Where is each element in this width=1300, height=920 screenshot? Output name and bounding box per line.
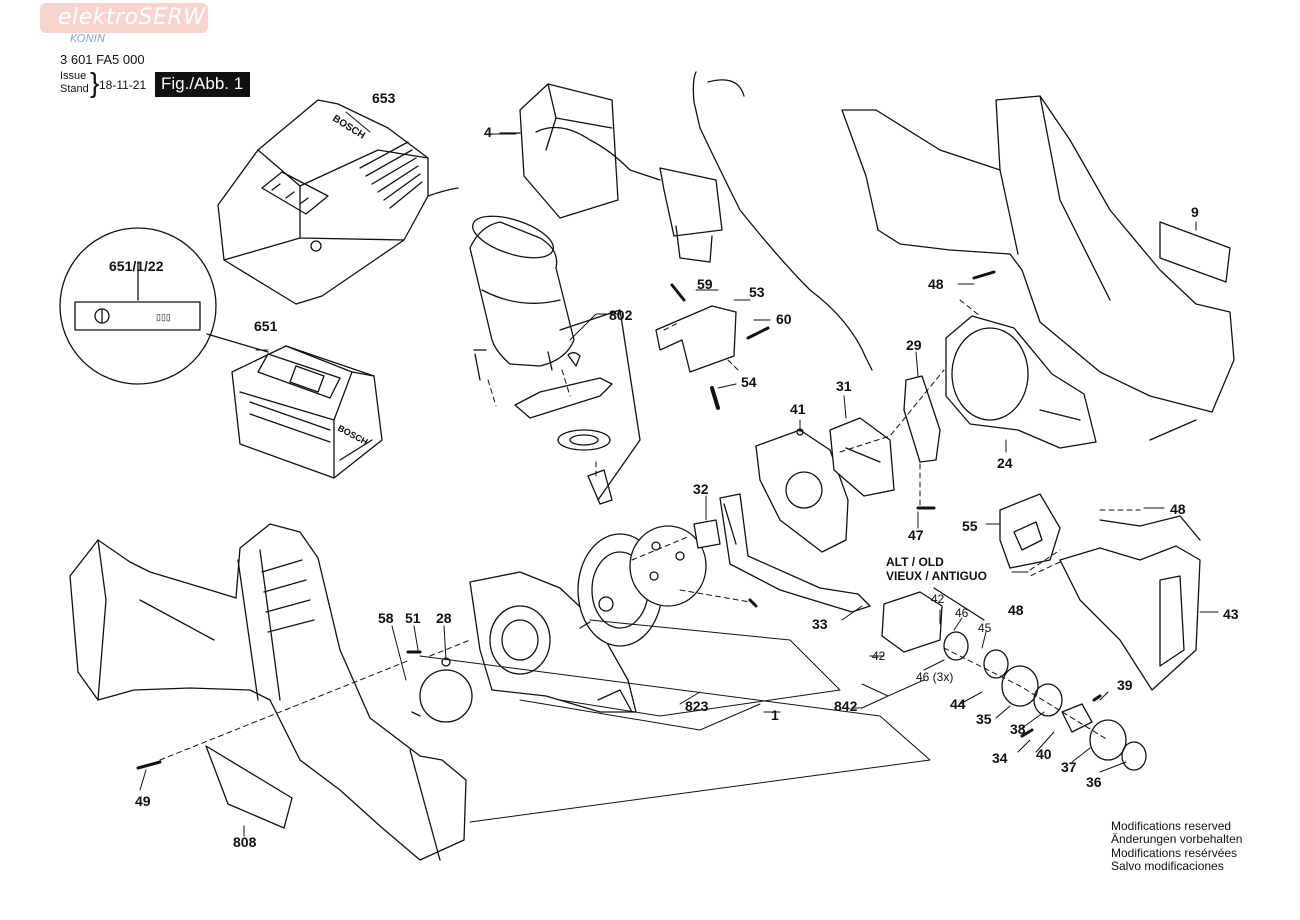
callout-53: 53 (749, 284, 765, 300)
guide-31 (829, 417, 895, 497)
callout-42: 42 (872, 649, 886, 663)
callout-808: 808 (233, 834, 257, 850)
alt-old-line-1: ALT / OLD (886, 555, 944, 569)
note-line-de: Änderungen vorbehalten (1111, 832, 1243, 847)
callout-9: 9 (1191, 204, 1199, 220)
issue-labels: Issue Stand (60, 70, 89, 96)
leader-lines (139, 111, 1219, 837)
note-line-es: Salvo modificaciones (1111, 858, 1224, 873)
plate-41 (755, 428, 849, 553)
callout-32: 32 (693, 481, 709, 497)
plate-marks: ▯▯▯ (156, 312, 171, 322)
part-number: 3 601 FA5 000 (60, 52, 145, 67)
callout-4: 4 (484, 124, 492, 140)
callout-651-1-22: 651/1/22 (109, 258, 164, 274)
callout-24: 24 (997, 455, 1013, 471)
housing-half-24 (945, 315, 1097, 449)
callout-34: 34 (992, 750, 1008, 766)
issue-label: Issue (60, 70, 87, 82)
alt-old-line-2: VIEUX / ANTIGUO (886, 569, 987, 583)
motor-802 (469, 215, 641, 505)
dashed-axes (159, 299, 1141, 761)
callout-55: 55 (962, 518, 978, 534)
callout-48-right: 48 (1170, 501, 1186, 517)
callout-60: 60 (776, 311, 792, 327)
watermark-badge (40, 3, 208, 33)
callout-45: 45 (978, 621, 992, 635)
electronics-module-4 (499, 71, 873, 371)
watermark-subtext: KONIN (70, 32, 106, 45)
callout-653: 653 (372, 90, 396, 106)
callout-37: 37 (1061, 759, 1077, 775)
callout-49: 49 (135, 793, 151, 809)
callout-33: 33 (812, 616, 828, 632)
callout-1: 1 (771, 707, 779, 723)
screw-48-top (972, 270, 996, 280)
watermark-text: elektroSERW (58, 5, 206, 30)
callout-40: 40 (1036, 746, 1052, 762)
brace-glyph: } (90, 67, 100, 98)
screw-49 (136, 760, 162, 770)
plate-detail-651-1-22: ▯▯▯ (59, 227, 269, 385)
callout-35: 35 (976, 711, 992, 727)
gasket-55 (999, 493, 1061, 569)
switch-parts (655, 283, 770, 410)
callout-36: 36 (1086, 774, 1102, 790)
issue-date: 18-11-21 (99, 78, 147, 92)
label-808 (205, 745, 293, 829)
callout-46-3x: 46 (3x) (916, 670, 954, 684)
callout-28: 28 (436, 610, 452, 626)
callout-46-alt: 46 (955, 606, 969, 620)
eccentric-pin-32 (693, 519, 721, 549)
callout-48-mid: 48 (1008, 602, 1024, 618)
housing-shell-9 (841, 95, 1235, 441)
note-line-fr: Modifications resérvées (1111, 845, 1238, 860)
callout-651: 651 (254, 318, 278, 334)
callout-29: 29 (906, 337, 922, 353)
callout-842: 842 (834, 698, 858, 714)
battery-651: BOSCH (231, 345, 383, 479)
alt-old-label: ALT / OLD VIEUX / ANTIGUO (886, 555, 987, 583)
modifications-note: Modifications reserved Änderungen vorbeh… (1111, 819, 1243, 873)
stand-label: Stand (60, 83, 89, 95)
callout-43: 43 (1223, 606, 1239, 622)
callout-59: 59 (697, 276, 713, 292)
callout-39: 39 (1117, 677, 1133, 693)
small-parts-left (406, 650, 473, 723)
main-housing-1 (69, 523, 467, 861)
plunger-shaft-33 (719, 493, 871, 613)
note-line-en: Modifications reserved (1111, 819, 1232, 833)
charger-653: BOSCH (217, 99, 459, 305)
figure-label: Fig./Abb. 1 (155, 72, 251, 97)
callout-38: 38 (1010, 721, 1026, 737)
sleeve-parts (881, 587, 1009, 679)
callout-44: 44 (950, 696, 966, 712)
callout-58: 58 (378, 610, 394, 626)
callout-42-alt: 42 (931, 592, 945, 606)
callout-41: 41 (790, 401, 806, 417)
shoe-43 (1059, 515, 1201, 691)
callout-54: 54 (741, 374, 757, 390)
callout-802: 802 (609, 307, 633, 323)
callout-31: 31 (836, 378, 852, 394)
callout-823: 823 (685, 698, 709, 714)
callout-47: 47 (908, 527, 924, 543)
callout-51: 51 (405, 610, 421, 626)
gearbox-housing-823 (469, 525, 758, 713)
callout-48-top: 48 (928, 276, 944, 292)
bracket-29 (903, 375, 941, 463)
